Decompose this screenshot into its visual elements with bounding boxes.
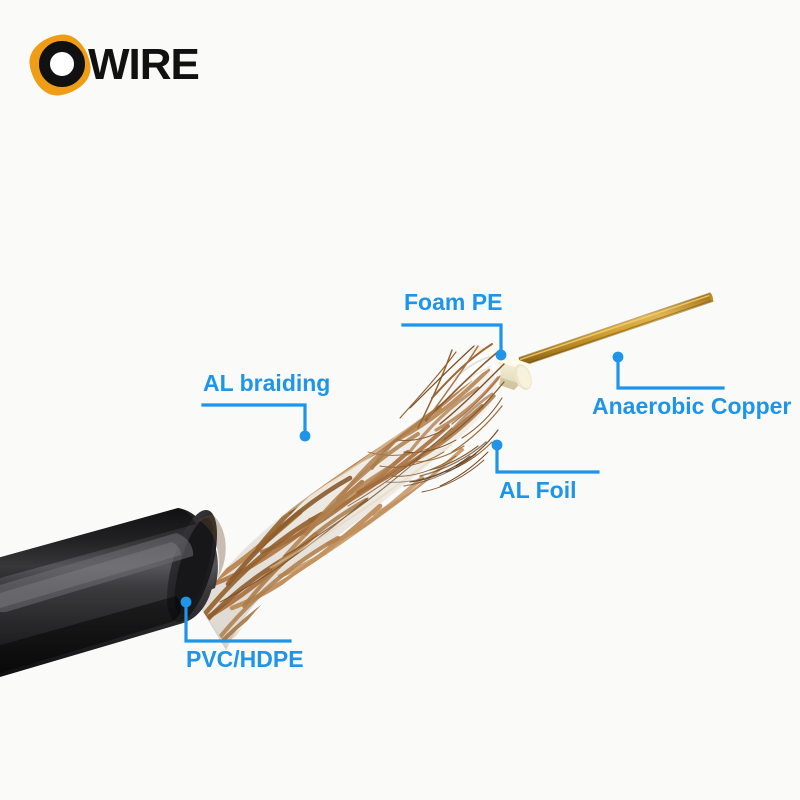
callout-label-foam-pe: Foam PE [404,289,503,315]
pvc-hdpe-jacket [0,508,218,678]
braid-jacket-shadow [198,514,226,578]
callout-label-pvc-hdpe: PVC/HDPE [186,646,304,672]
leader-al-braiding [201,403,311,442]
leader-foam-pe [401,323,507,361]
brand-logo: WIRE [26,31,200,99]
callout-label-al-foil: AL Foil [499,477,577,503]
frayed-braid-strands [367,343,505,493]
brand-name: WIRE [88,40,200,89]
callout-label-anaerobic-copper: Anaerobic Copper [592,393,792,419]
leader-al-foil [491,439,600,474]
center-conductor-copper [518,292,714,367]
leader-pvc-hdpe [180,596,292,643]
callout-leaders [180,323,725,643]
logo-ring-shape [39,41,85,87]
leader-anaerobic-copper [612,351,725,390]
owire-ring-logo-icon [26,31,94,99]
callout-label-al-braiding: AL braiding [203,370,331,396]
